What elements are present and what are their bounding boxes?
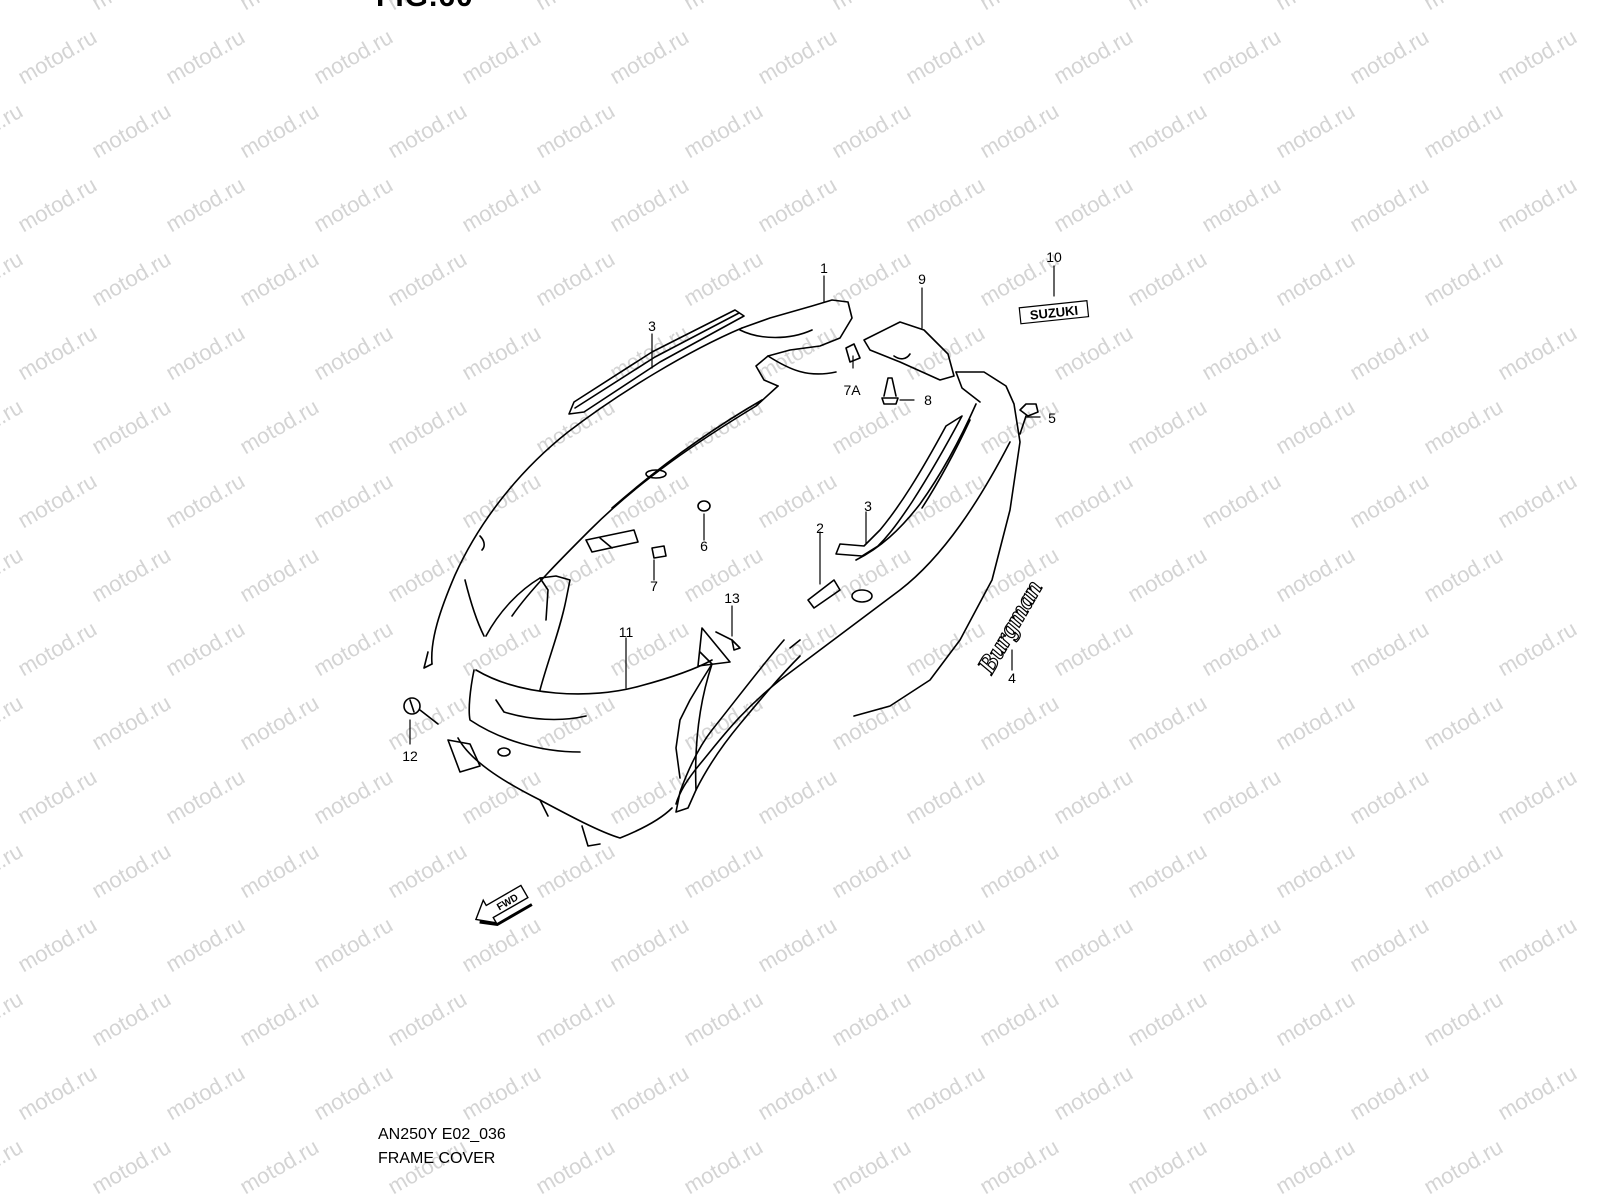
callout-7: 7	[650, 578, 658, 594]
inner-front-apron	[447, 575, 713, 847]
callout-3-left: 3	[648, 318, 656, 334]
lower-right-trim	[675, 579, 841, 813]
clip-icon	[651, 545, 667, 559]
screw-icon	[715, 631, 741, 651]
callout-2: 2	[816, 520, 824, 536]
fwd-label: FWD	[495, 892, 520, 913]
callout-10: 10	[1046, 249, 1062, 265]
model-code: AN250Y E02_036	[378, 1126, 506, 1143]
screw-icon	[403, 697, 439, 725]
callout-8: 8	[924, 392, 932, 408]
clip-icon	[845, 343, 861, 363]
grommet-icon	[697, 500, 711, 512]
screw-icon	[881, 377, 899, 405]
callout-11: 11	[618, 624, 634, 640]
callout-5: 5	[1048, 410, 1056, 426]
callout-4: 4	[1008, 670, 1016, 686]
callout-7a: 7A	[843, 382, 861, 398]
center-panel	[767, 355, 837, 375]
callout-6: 6	[700, 538, 708, 554]
callout-1: 1	[820, 260, 828, 276]
callout-3-right: 3	[864, 498, 872, 514]
figure-caption: FRAME COVER	[378, 1150, 496, 1167]
callout-13: 13	[724, 590, 740, 606]
callout-12: 12	[402, 748, 418, 764]
reference-marker	[697, 627, 731, 667]
fwd-arrow-icon: FWD	[474, 884, 533, 927]
burgman-decal: Burgman	[971, 574, 1049, 679]
suzuki-decal: SUZUKI	[1018, 300, 1090, 325]
bolt-icon	[1019, 403, 1039, 435]
callout-9: 9	[918, 271, 926, 287]
leader-lines	[409, 265, 1055, 745]
rear-plate	[863, 321, 955, 381]
suzuki-decal-text: SUZUKI	[1029, 303, 1079, 323]
figure-title: FIG.60	[376, 0, 474, 14]
burgman-decal-text: Burgman	[971, 575, 1048, 679]
frame-cover-main	[423, 299, 853, 669]
left-rail-trim	[568, 309, 745, 415]
right-side-cover	[675, 371, 1021, 805]
